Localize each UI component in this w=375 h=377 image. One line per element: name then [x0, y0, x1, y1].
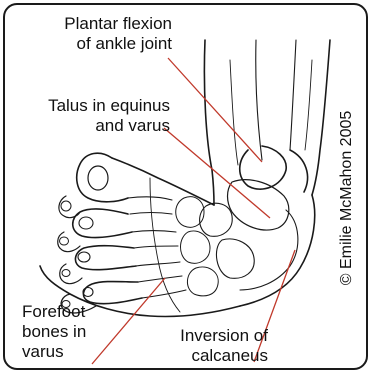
lateral-malleolus — [290, 150, 308, 192]
label-line: Plantar flexion — [32, 14, 172, 34]
big-toe-nail — [88, 166, 108, 190]
tibia-line — [256, 40, 262, 160]
toe-4 — [83, 282, 142, 304]
toe-3 — [75, 246, 136, 270]
leader-plantar-flexion — [168, 58, 262, 162]
toe-2b-nail — [60, 237, 69, 245]
artist-credit: © Emilie McMahon 2005 — [338, 111, 356, 286]
label-line: Inversion of — [150, 326, 268, 346]
label-calcaneus: Inversion of calcaneus — [150, 326, 268, 366]
metatarsal-2 — [132, 231, 176, 233]
calcaneus-inner — [240, 210, 298, 290]
leg-outline — [204, 40, 214, 205]
cuneiform-2 — [181, 231, 211, 263]
cuboid — [216, 239, 254, 278]
label-talus: Talus in equinus and varus — [20, 96, 170, 136]
toe-2-nail — [79, 217, 93, 229]
shin-shading — [230, 60, 238, 165]
shin-shading-2 — [305, 60, 312, 150]
label-line: of ankle joint — [32, 34, 172, 54]
label-line: varus — [22, 342, 86, 362]
toe-3-nail — [78, 252, 90, 262]
leader-talus — [164, 128, 270, 218]
toe-2 — [73, 209, 132, 238]
label-line: Forefoot — [22, 302, 86, 322]
label-line: and varus — [20, 116, 170, 136]
leg-outline-back — [312, 40, 330, 195]
label-plantar-flexion: Plantar flexion of ankle joint — [32, 14, 172, 54]
label-line: Talus in equinus — [20, 96, 170, 116]
label-forefoot: Forefoot bones in varus — [22, 302, 86, 362]
metatarsal-3 — [136, 262, 180, 266]
talus-bone — [228, 180, 289, 230]
label-line: bones in — [22, 322, 86, 342]
toe-1b-nail — [61, 201, 71, 211]
fibula-line — [290, 40, 296, 150]
navicular — [200, 203, 233, 236]
label-line: calcaneus — [150, 346, 268, 366]
metatarsal-3b — [138, 276, 182, 282]
cuneiform-3 — [187, 267, 218, 296]
toe-3b-nail — [62, 270, 70, 277]
